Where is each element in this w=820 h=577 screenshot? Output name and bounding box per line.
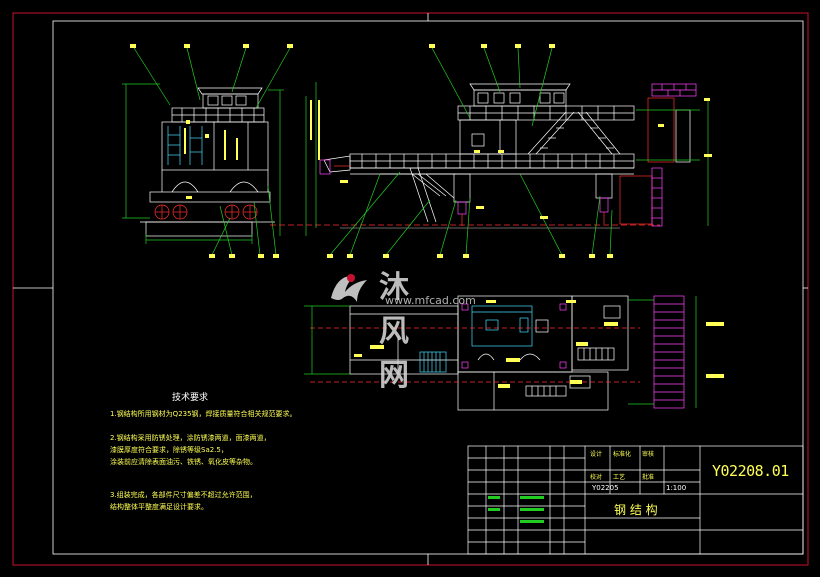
watermark-url: www.mfcad.com — [385, 294, 476, 307]
title-block-cell: 审核 — [642, 451, 655, 458]
main-frame — [161, 121, 269, 171]
cabin-roof — [197, 87, 263, 95]
plan-view — [304, 295, 724, 411]
title-block-cell: 标准化 — [613, 451, 632, 458]
mufeng-logo-icon — [331, 274, 367, 302]
watermark-text: 沐风网 — [379, 270, 411, 393]
title-block-cell: 设计 — [590, 451, 603, 458]
tech-requirement-line: 涂装前应清除表面油污、铁锈、氧化皮等杂物。 — [110, 458, 257, 466]
title-block — [467, 445, 804, 555]
title-block-cell: 校对 — [590, 474, 603, 481]
tech-requirement-line: 漆膜厚度符合要求，除锈等级Sa2.5， — [110, 446, 228, 454]
tech-requirement-line: 结构整体平整度满足设计要求。 — [110, 503, 208, 511]
drawing-frame — [52, 20, 804, 555]
title-block-cell: 批准 — [642, 474, 655, 481]
title-block-part-code: Y02205 — [592, 484, 619, 492]
title-block-cell: 工艺 — [613, 474, 626, 481]
component-name: 钢 结 构 — [614, 503, 658, 517]
tech-requirement-line: 1.钢结构所用钢材为Q235钢，焊接质量符合相关规范要求。 — [110, 410, 297, 418]
outer-frame — [12, 12, 809, 566]
tech-requirement-line: 2.钢结构采用防锈处理，涂防锈漆两道，面漆两道， — [110, 434, 271, 442]
drawing-code: Y02208.01 — [712, 462, 789, 480]
title-block-fills — [488, 496, 544, 523]
tech-requirement-line: 3.组装完成，各部件尺寸偏差不超过允许范围， — [110, 491, 257, 499]
front-elevation — [270, 44, 712, 258]
tech-requirements-title: 技术要求 — [172, 393, 209, 403]
side-view — [122, 44, 320, 258]
title-block-scale: 1:100 — [666, 484, 687, 492]
